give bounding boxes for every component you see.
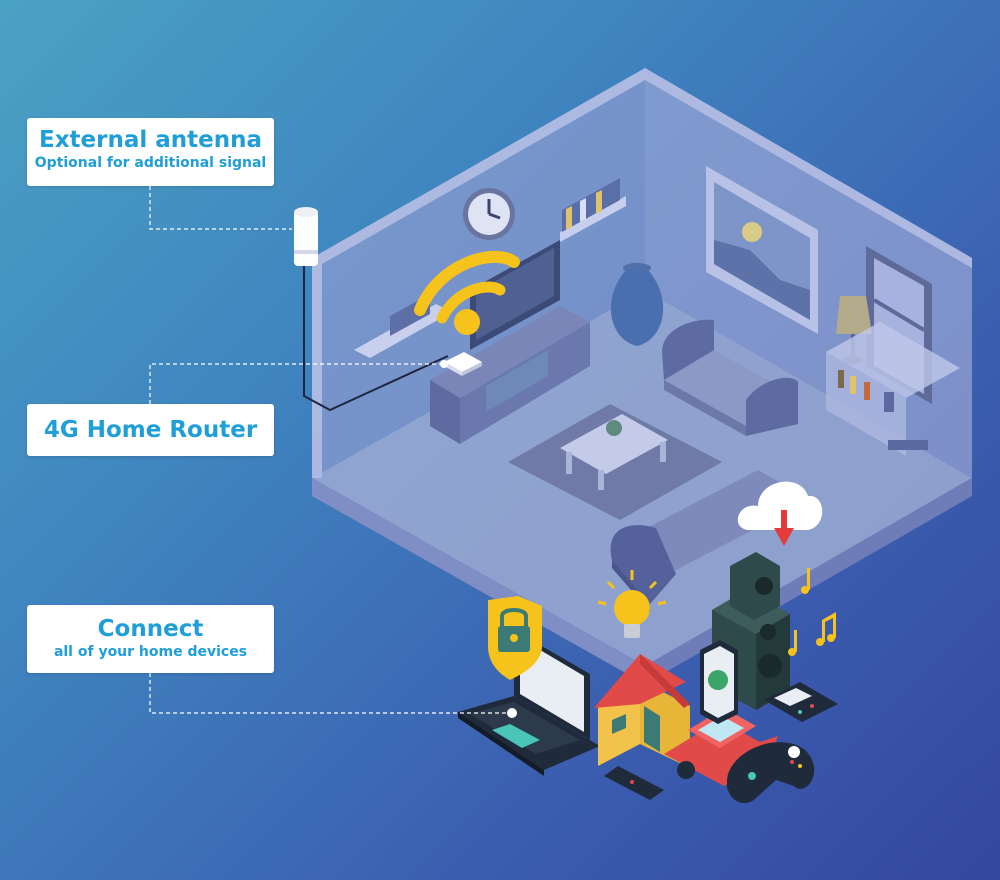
side-shelf [826, 322, 960, 456]
coffee-table [560, 414, 668, 490]
connect-title: Connect [97, 616, 204, 642]
connector-connect [149, 673, 512, 714]
external-antenna-subtitle: Optional for additional signal [34, 155, 267, 171]
home-router-title: 4G Home Router [43, 417, 258, 443]
bookshelf-top [560, 178, 626, 242]
connector-antenna [149, 186, 292, 230]
picture-frame [706, 166, 818, 334]
laptop-icon [458, 630, 600, 776]
antenna-icon [294, 207, 318, 266]
phone-icon [700, 640, 738, 724]
connector-router-dot [440, 360, 448, 368]
connector-lines [149, 186, 512, 714]
room-base-left [312, 478, 645, 684]
home-router-label: 4G Home Router [27, 404, 274, 456]
tv-icon [470, 240, 560, 350]
remote-icon [604, 766, 664, 800]
calculator-icon [764, 682, 838, 722]
room-top-edge [312, 68, 972, 478]
sofa-icon [662, 319, 798, 436]
cloud-download-icon [737, 481, 823, 546]
wifi-icon [414, 250, 520, 335]
external-antenna-title: External antenna [38, 127, 263, 153]
antenna-cable [303, 266, 449, 412]
external-antenna-label: External antenna Optional for additional… [27, 118, 274, 186]
music-note-icon [788, 568, 836, 656]
vase-icon [610, 263, 664, 346]
connector-laptop-dot [507, 708, 517, 718]
connect-subtitle: all of your home devices [53, 644, 248, 660]
connect-devices-label: Connect all of your home devices [27, 605, 274, 673]
router-icon [444, 352, 482, 376]
padlock-icon [488, 596, 542, 680]
gamepad-icon [726, 742, 815, 804]
lightbulb-icon [597, 570, 667, 638]
house-icon [594, 654, 690, 768]
clock-icon [463, 188, 515, 240]
tv-stand [430, 306, 590, 444]
room-left-wall [312, 68, 645, 478]
